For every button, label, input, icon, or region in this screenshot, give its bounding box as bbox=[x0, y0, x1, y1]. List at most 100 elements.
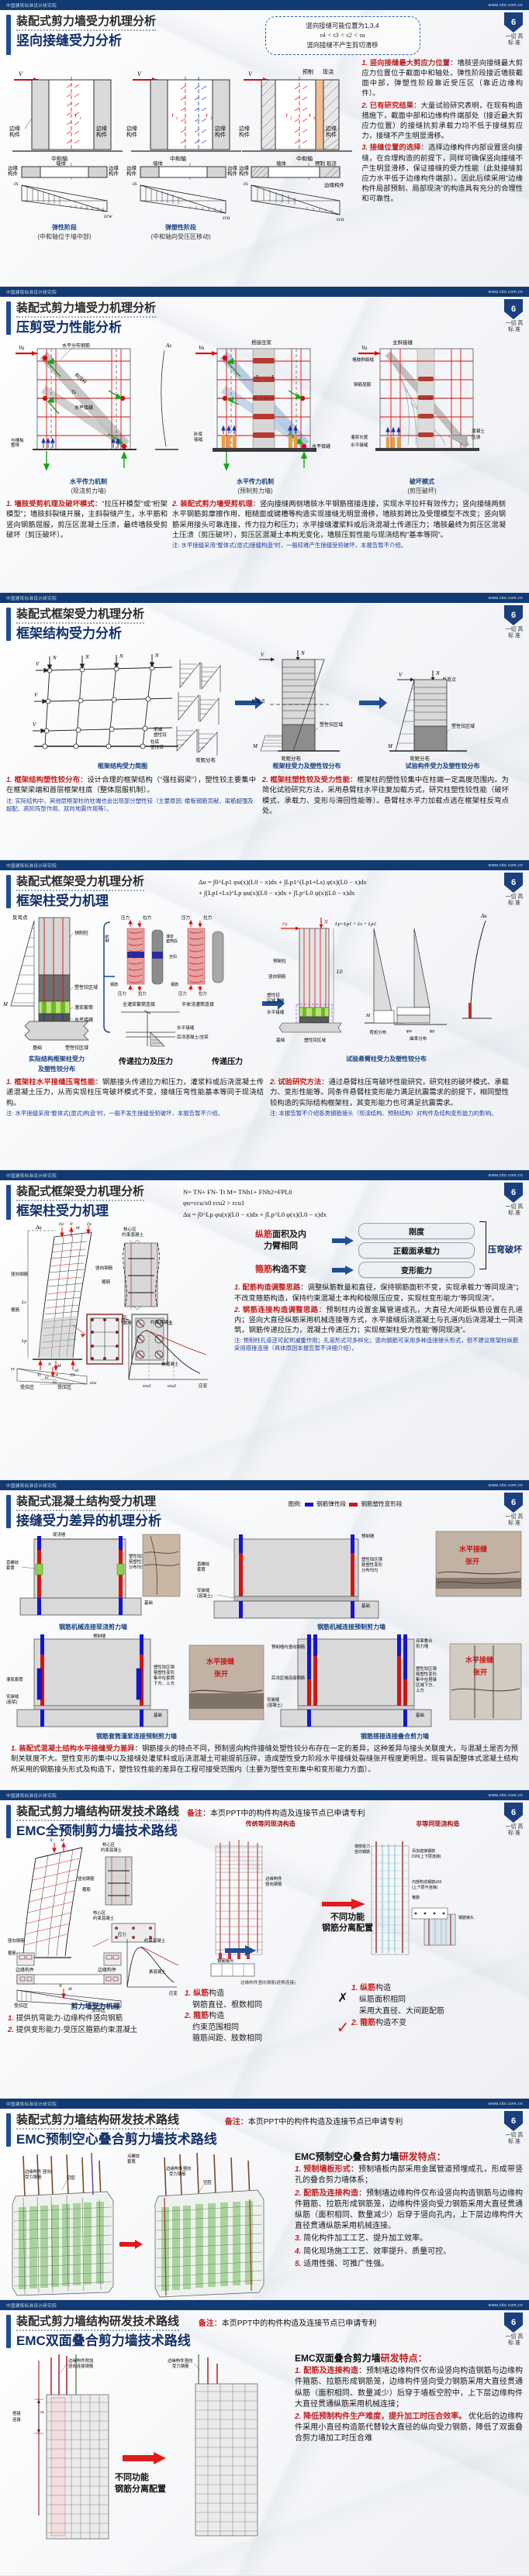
logo-motto: 一切 高 标 准 bbox=[505, 2132, 524, 2144]
figure-caption: 破坏模式 bbox=[410, 478, 434, 486]
svg-text:水平接缝: 水平接缝 bbox=[177, 1025, 195, 1031]
slide-note: 注: 预制柱孔道还可起到减重作用；孔道形式可多样化；竖向钢筋可采用多种连接接头形… bbox=[234, 1337, 519, 1352]
title-accent-bar bbox=[6, 875, 11, 909]
slide-subtitle: 装配式剪力墙结构研发技术路线 bbox=[16, 1806, 180, 1821]
item-number: 1. bbox=[295, 2367, 302, 2376]
svg-text:灌浆: 灌浆 bbox=[166, 934, 174, 939]
item-text: ：预制墙边缘构件仅布设竖向构造钢筋与边缘构件箍筋、拉筋形成钢筋笼，边缘构件竖向受… bbox=[295, 2367, 524, 2409]
item-number: 1. bbox=[295, 2165, 302, 2175]
svg-text:受拉区: 受拉区 bbox=[14, 2003, 28, 2009]
figure-subcaption: (中和轴位于墙中部) bbox=[37, 232, 92, 240]
svg-text:塑性铰区域: 塑性铰区域 bbox=[451, 723, 475, 729]
blue-arrow-mid bbox=[225, 1945, 256, 1956]
svg-text:竖向钢筋: 竖向钢筋 bbox=[354, 1849, 370, 1855]
svg-text:搭接压浆: 搭接压浆 bbox=[251, 339, 272, 346]
callout-line-1: 竖向接缝可能位置为1,3,4 bbox=[306, 22, 379, 29]
callout-box: 竖向接缝可能位置为1,3,4 τ4 < τ3 < τ2 < τu 竖向接缝不产生… bbox=[264, 16, 420, 55]
institute-name: 中国建筑标准设计研究院 bbox=[6, 2102, 57, 2107]
flow-box-stiffness: 刚度 bbox=[358, 1223, 475, 1240]
column-header-left: 传统等同现浇构造 bbox=[245, 1820, 296, 1827]
svg-text:εcu: εcu bbox=[90, 1381, 96, 1386]
svg-text:M: M bbox=[365, 1014, 371, 1018]
slide-title-block: 装配式框架受力机理分析 框架结构受力分析 bbox=[0, 603, 529, 642]
slide-column-mechanism-2: 中国建筑标准设计研究院 www.cbs.com.cn 6 一切 高 标 准 装配… bbox=[0, 1170, 529, 1480]
website-url: www.cbs.com.cn bbox=[488, 1173, 523, 1178]
svg-text:边缘: 边缘 bbox=[239, 125, 250, 132]
svg-text:边缘构件: 边缘构件 bbox=[324, 181, 345, 188]
svg-text:弯矩分布: 弯矩分布 bbox=[281, 755, 302, 762]
red-arrow-icon bbox=[322, 1899, 365, 1910]
svg-text:另加连接钢筋: 另加连接钢筋 bbox=[412, 1848, 435, 1854]
slide-title-block: 装配式剪力墙结构研发技术路线 EMC双面叠合剪力墙技术路线 备注：本页PPT中的… bbox=[0, 2310, 529, 2350]
svg-text:V: V bbox=[34, 692, 38, 698]
item-key: 箍筋 bbox=[193, 2012, 209, 2021]
svg-text:N: N bbox=[323, 919, 328, 925]
figure-subcaption: (现浇剪力墙) bbox=[71, 487, 106, 495]
svg-text:φu: φu bbox=[406, 1029, 412, 1034]
svg-text:M: M bbox=[252, 743, 258, 749]
svg-text:钢筋: 钢筋 bbox=[110, 982, 118, 987]
svg-text:主斜接缝: 主斜接缝 bbox=[392, 339, 413, 346]
svg-text:直螺纹: 直螺纹 bbox=[197, 1561, 210, 1567]
new-rebar-cage: 另加连接钢筋 D20(上下层连接) 内部构造钢筋d10 (上下层不连接) 箍筋 … bbox=[354, 1841, 474, 1955]
title-accent-bar bbox=[6, 2113, 11, 2147]
svg-text:核心区: 核心区 bbox=[93, 1910, 106, 1916]
svg-text:Δu: Δu bbox=[480, 913, 487, 919]
item-label: 配筋及连接构造 bbox=[303, 2367, 358, 2376]
flow-left-2: 箍筋构造不变 bbox=[255, 1265, 306, 1275]
paragraph-number: 1. bbox=[361, 58, 368, 67]
svg-text:边缘构件竖向: 边缘构件竖向 bbox=[168, 2357, 192, 2364]
figure-caption: 水平传力机制 bbox=[70, 478, 107, 486]
equation-line-3: Δu = ∫0^Lp φu(x)(L0 − x)dx + ∫Lp^L0 φ(x)… bbox=[183, 1210, 327, 1218]
svg-text:基础: 基础 bbox=[144, 1600, 153, 1606]
item-number: 2. bbox=[295, 2189, 302, 2198]
middle-fig-label: 边缘构件竖向钢筋(逐根连接) bbox=[185, 1979, 351, 1985]
equation-line-1: Δu = ∫0^Lp1 φu(x)(L0 − x)dx + ∫Lp1^(Lp1+… bbox=[199, 878, 367, 886]
website-url: www.cbs.com.cn bbox=[488, 289, 523, 294]
right-item-1: 1. 纵筋构造 bbox=[351, 1982, 518, 1994]
svg-text:箍筋: 箍筋 bbox=[412, 1895, 420, 1900]
slide-topbar: 中国建筑标准设计研究院 www.cbs.com.cn bbox=[0, 1170, 529, 1180]
svg-text:Lp: Lp bbox=[21, 1339, 26, 1344]
svg-text:N: N bbox=[47, 1362, 51, 1367]
paragraph-number: 1. bbox=[11, 1744, 17, 1753]
svg-text:应变: 应变 bbox=[169, 1990, 178, 1996]
svg-text:反弯点: 反弯点 bbox=[442, 677, 456, 683]
transform-callout: 不同功能 钢筋分离配置 bbox=[115, 2472, 166, 2495]
logo-motto: 一切 高 标 准 bbox=[505, 626, 524, 639]
paragraph-label: 墙肢受剪机理及破坏模式 bbox=[14, 500, 95, 508]
svg-text:边缘: 边缘 bbox=[227, 164, 238, 171]
svg-text:现浇墙: 现浇墙 bbox=[53, 1531, 66, 1538]
website-url: www.cbs.com.cn bbox=[488, 863, 523, 868]
item-label: 预制墙板形式 bbox=[303, 2165, 351, 2175]
panel-title-prefix: EMC预制空心叠合剪力墙 bbox=[295, 2151, 399, 2163]
panel-title: EMC双面叠合剪力墙研发特点： bbox=[295, 2351, 523, 2364]
figure-subcaption: (中和轴向受压区移动) bbox=[150, 232, 211, 240]
slide-title: 框架柱受力机理 bbox=[16, 1203, 109, 1218]
slide-topbar: 中国建筑标准设计研究院 www.cbs.com.cn bbox=[0, 1480, 529, 1490]
traditional-rebar-cage: 钢筋接头 边缘构件 竖向钢筋 bbox=[210, 1840, 282, 1977]
svg-text:V: V bbox=[19, 71, 23, 77]
paragraph-number: 2. bbox=[270, 1078, 276, 1087]
svg-text:基础: 基础 bbox=[361, 1603, 370, 1609]
paragraph-text: ：选择边缘构件内部设置竖向接缝，在合理构造的前提下，同样可确保竖向接缝不产生明显… bbox=[361, 143, 523, 203]
svg-text:εcu1: εcu1 bbox=[143, 1384, 151, 1389]
svg-text:应力: 应力 bbox=[121, 1317, 130, 1324]
svg-text:套筒段: 套筒段 bbox=[166, 938, 178, 944]
paragraph-number: 1. bbox=[6, 776, 12, 784]
item-label: 降低预制构件生产难度，提升加工时压合效率。 bbox=[303, 2412, 467, 2422]
svg-text:塑性铰: 塑性铰 bbox=[154, 732, 167, 738]
svg-text:素混凝土: 素混凝土 bbox=[149, 1968, 166, 1975]
svg-text:约束混凝土: 约束混凝土 bbox=[122, 1231, 143, 1238]
svg-text:安装缝: 安装缝 bbox=[6, 1693, 19, 1700]
slide-title-block: 装配式框架受力机理分析 框架柱受力机理 Δu = ∫0^Lp1 φu(x)(L0… bbox=[0, 870, 529, 910]
wall-mech-item-2: 2. 提供变形能力-受压区箍筋约束混凝土 bbox=[8, 2025, 185, 2036]
paragraph-3: 3. 接缝位置的选择：选择边缘构件内部设置竖向接缝，在合理构造的前提下，同样可确… bbox=[361, 143, 523, 204]
slide-title: 竖向接缝受力分析 bbox=[16, 33, 122, 48]
svg-text:边缘: 边缘 bbox=[239, 164, 250, 171]
svg-text:钢筋: 钢筋 bbox=[171, 982, 178, 987]
item-text: 简化现场施工工艺、效率提升、质量可控。 bbox=[303, 2247, 451, 2256]
svg-text:构件: 构件 bbox=[239, 131, 250, 138]
